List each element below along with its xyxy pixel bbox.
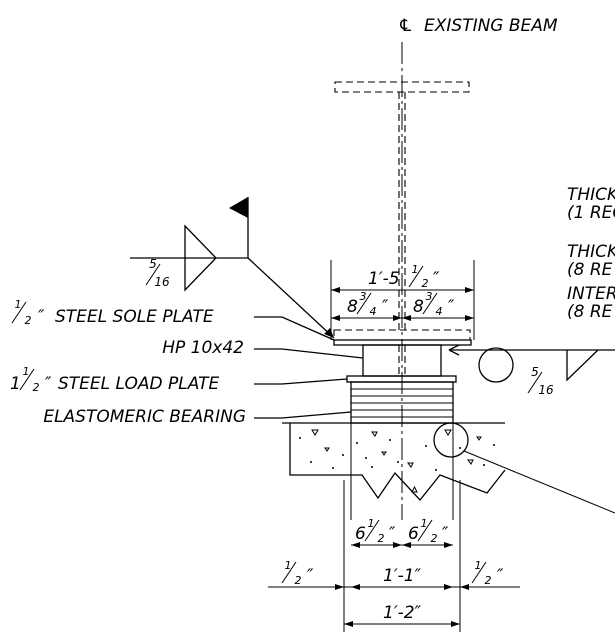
dim-edge-left-unit: ″: [307, 566, 314, 586]
dim-top-right-unit: ″: [448, 297, 455, 317]
dim-bot-right-den: 2: [431, 532, 438, 545]
dim-top-overall-den: 2: [422, 277, 429, 290]
fillet-weld-all-around-icon: [184, 224, 217, 292]
bearing-detail-leader: [463, 450, 615, 514]
note-3-line1: INTER: [567, 284, 615, 304]
load-plate-leader: [254, 378, 348, 385]
sole-plate-label: STEEL SOLE PLATE: [55, 307, 214, 327]
pile-leader: [254, 348, 364, 359]
dim-top-left-num: 3: [360, 290, 367, 303]
dim-top-right-den: 4: [436, 305, 443, 318]
dim-middle: 1′-1″: [383, 566, 422, 586]
dim-bot-left-den: 2: [378, 532, 385, 545]
cut-notes: THICK (1 REQ THICK (8 RE INTER (8 RE: [567, 185, 615, 322]
dim-bot-right-whole: 6: [408, 524, 419, 544]
sole-plate-thk-unit: ″: [38, 307, 45, 327]
dim-edge-right-unit: ″: [497, 566, 504, 586]
dim-bot-right-unit: ″: [442, 524, 449, 544]
bearing-leader: [254, 411, 352, 419]
dim-top-overall-whole: 1′-5: [368, 269, 400, 289]
dim-bot-left-num: 1: [368, 517, 375, 530]
dim-overall: 1′-2″: [383, 603, 422, 623]
load-plate-thk-den: 2: [33, 381, 40, 394]
dim-edge-left-num: 1: [285, 559, 292, 572]
load-plate-thk-unit: ″: [45, 374, 52, 394]
dim-top-left-den: 4: [370, 305, 377, 318]
dim-top-left-unit: ″: [382, 297, 389, 317]
load-plate-label: STEEL LOAD PLATE: [58, 374, 219, 394]
field-weld-flag-icon: [229, 197, 248, 218]
sole-plate-thk-den: 2: [25, 314, 32, 327]
weld-size-left: 5 16: [145, 257, 170, 289]
dim-edge-right-num: 1: [475, 559, 482, 572]
concrete-pier: [282, 422, 506, 520]
beam-title: EXISTING BEAM: [424, 16, 558, 36]
centerline-symbol: ℄: [398, 16, 413, 36]
load-plate-thk-whole: 1: [10, 374, 21, 394]
dim-top-overall-unit: ″: [433, 269, 440, 289]
weld-symbol-left: [130, 197, 335, 339]
dim-top-right-whole: 8: [413, 297, 424, 317]
dim-top-left-whole: 8: [347, 297, 358, 317]
dim-top-right-num: 3: [426, 290, 433, 303]
note-2-line1: THICK: [567, 242, 615, 262]
note-3-line2: (8 RE: [567, 302, 613, 322]
bearing-detail-circle: [433, 422, 469, 458]
dim-bot-left-whole: 6: [355, 524, 366, 544]
top-dimensions: 1′-5 1 2 ″ 8 3 4 ″ 8 3 4 ″: [330, 260, 475, 340]
sole-plate-thk-num: 1: [15, 298, 22, 311]
note-1-line2: (1 REQ: [567, 203, 615, 223]
load-plate-thk-num: 1: [23, 365, 30, 378]
pile-label: HP 10x42: [162, 338, 244, 358]
sole-plate-leader: [254, 316, 335, 341]
bottom-dimensions: 6 1 2 ″ 6 1 2 ″ 1 2 ″ 1′-1″ 1 2 ″ 1′-2″: [268, 480, 520, 632]
dim-top-overall-num: 1: [412, 263, 419, 276]
note-1-line1: THICK: [567, 185, 615, 205]
dim-bot-right-num: 1: [421, 517, 428, 530]
fillet-weld-icon: [566, 349, 599, 382]
dim-edge-right-den: 2: [485, 574, 492, 587]
weld-symbol-right: [448, 344, 615, 382]
bearing-label: ELASTOMERIC BEARING: [43, 407, 246, 427]
weld-size-left-num: 5: [149, 257, 157, 271]
weld-size-right-den: 16: [538, 383, 554, 397]
elastomeric-bearing: [350, 381, 454, 424]
weld-size-right-num: 5: [531, 365, 539, 379]
beam-centerline-title: ℄ EXISTING BEAM: [398, 16, 558, 36]
dim-bot-left-unit: ″: [389, 524, 396, 544]
weld-size-right: 5 16: [527, 365, 554, 397]
callouts: 1 2 ″ STEEL SOLE PLATE HP 10x42 1 1 2 ″ …: [10, 298, 364, 427]
note-2-line2: (8 RE: [567, 260, 613, 280]
weld-size-left-den: 16: [154, 275, 170, 289]
dim-edge-left-den: 2: [295, 574, 302, 587]
weld-detail-circle: [478, 347, 514, 383]
